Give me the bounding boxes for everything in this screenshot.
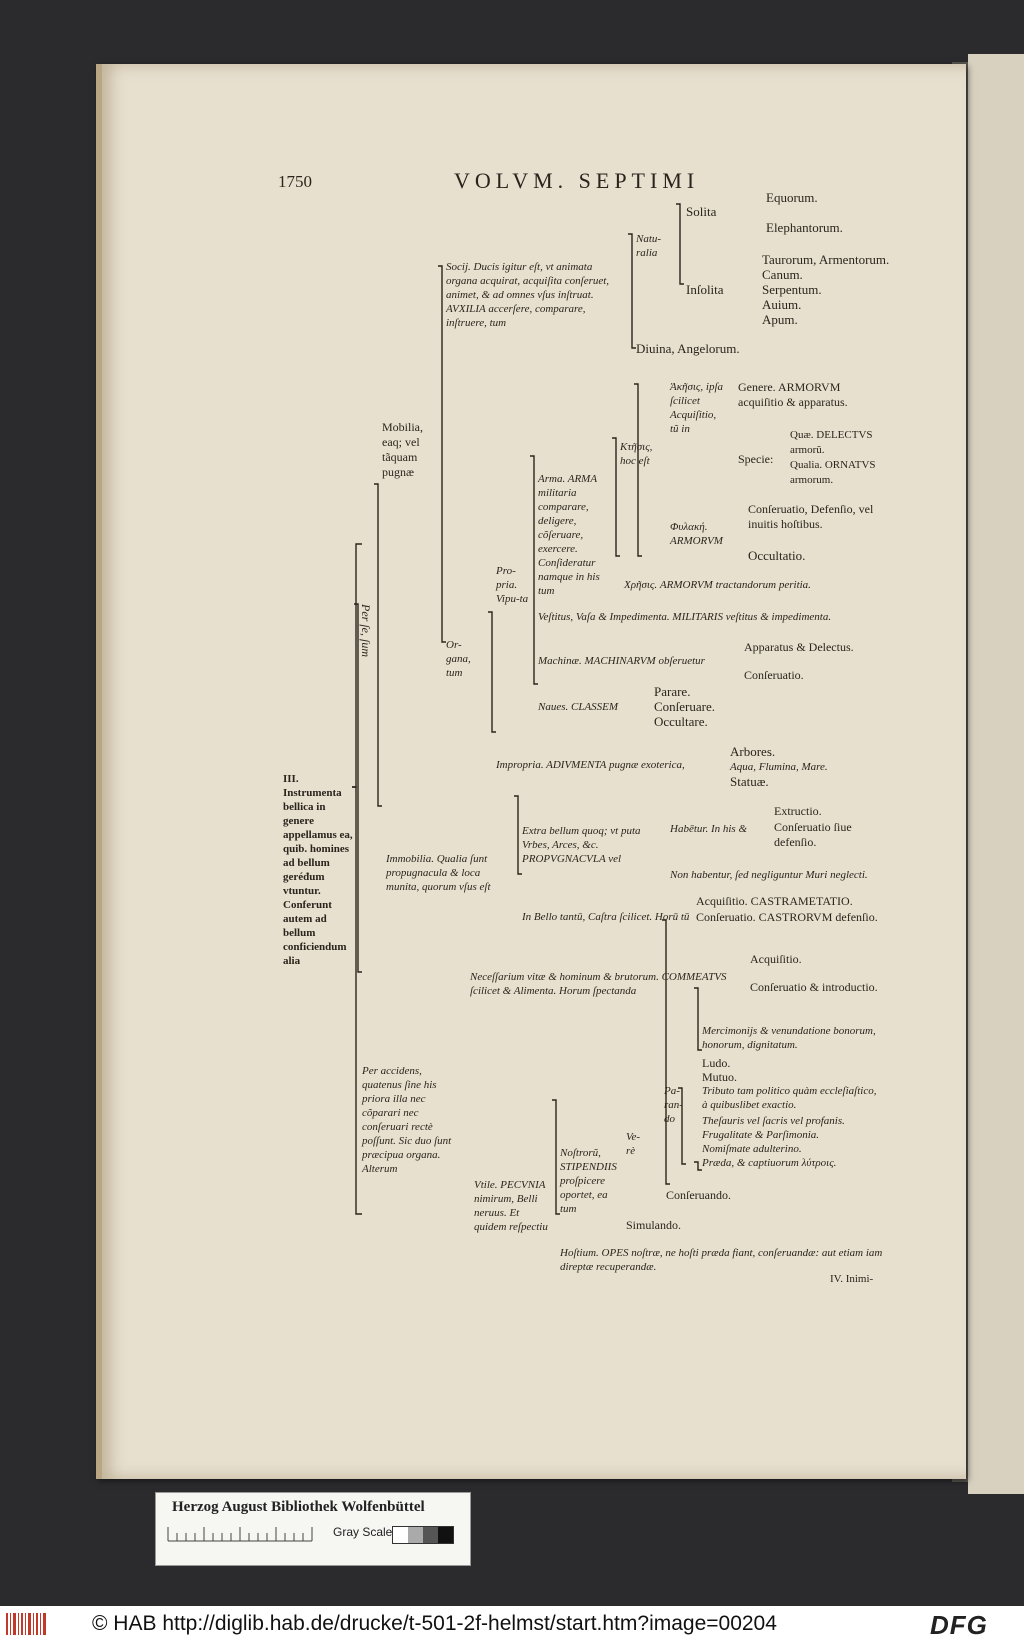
per-accidens-node: Per accidens, quatenus ſine his priora i… (362, 1065, 452, 1175)
insolita-node: Inſolita (686, 282, 724, 297)
specie-node: Specie: (738, 452, 774, 466)
occultare-leaf: Occultare. (654, 714, 708, 729)
propria-node: Pro-pria. Vipu-ta (496, 565, 529, 605)
source-url-link[interactable]: © HAB http://diglib.hab.de/drucke/t-501-… (92, 1612, 777, 1635)
conservando-leaf: Conſeruando. (666, 1188, 731, 1202)
aqua-leaf: Aqua, Flumina, Mare. (730, 761, 828, 773)
phylake-node: Φυλακή. ARMORVM (670, 521, 723, 547)
socii-node: Socij. Ducis igitur eſt, vt animata orga… (446, 261, 610, 329)
tributo-leaf: Tributo tam politico quàm eccleſiaſtico,… (702, 1085, 877, 1111)
parando-node: Pa-ran-do (664, 1085, 683, 1125)
naturalia-node: Natu-ralia (636, 233, 662, 259)
conservatio-def-leaf: Conſeruatio ſiue defenſio. (774, 820, 852, 849)
dfg-logo: DFG (930, 1610, 988, 1640)
frugalitate-leaf: Frugalitate & Parſimonia. (702, 1129, 820, 1141)
organa-node: Or-gana, tum (446, 639, 471, 679)
machinae-node: Machinæ. MACHINARVM obſeruetur (538, 655, 705, 667)
hostium-leaf: Hoſtium. OPES noſtræ, ne hoſti præda fia… (560, 1247, 883, 1273)
arbores-leaf: Arbores. (730, 744, 776, 759)
conservatio-mach-leaf: Conſeruatio. (744, 668, 804, 682)
utile-node: Vtile. PECVNIA nimirum, Belli neruus. Et… (474, 1179, 548, 1233)
habentur-node: Habētur. In his & (670, 823, 747, 835)
ludo-leaf: Ludo. (702, 1056, 731, 1070)
in-bello-node: In Bello tantū, Caſtra ſcilicet. Horū tū (522, 911, 690, 923)
footer-bar: © HAB http://diglib.hab.de/drucke/t-501-… (0, 1606, 1024, 1642)
avium-leaf: Auium. (762, 297, 802, 312)
extra-bellum-node: Extra bellum quoq; vt puta Vrbes, Arces,… (522, 825, 641, 865)
library-name: Herzog August Bibliothek Wolfenbüttel (172, 1499, 425, 1515)
page-number: 1750 (278, 172, 312, 191)
gray-scale-swatches (392, 1526, 454, 1544)
elephantorum-leaf: Elephantorum. (766, 220, 843, 235)
vestitus-leaf: Veſtitus, Vaſa & Impedimenta. MILITARIS … (538, 611, 832, 623)
per-se-node: Per ſe, ſum (359, 604, 373, 657)
apparatus-leaf: Apparatus & Delectus. (744, 640, 854, 654)
canum-leaf: Canum. (762, 267, 803, 282)
conservatio-castr-leaf: Conſeruatio. CASTRORVM defenſio. (696, 910, 878, 924)
impropria-node: Impropria. ADIVMENTA pugnæ exoterica, (496, 759, 685, 771)
equorum-leaf: Equorum. (766, 190, 818, 205)
extructio-leaf: Extructio. (774, 804, 822, 818)
solita-node: Solita (686, 204, 717, 219)
chresis-leaf: Χρῆσις. ARMORVM tractandorum peritia. (624, 579, 811, 591)
vere-node: Ve-rè (626, 1131, 641, 1157)
conservatio-comm-leaf: Conſeruatio & introductio. (750, 980, 878, 994)
mercimoniis-leaf: Mercimonijs & venundatione bonorum, hono… (702, 1025, 876, 1051)
conservare-leaf: Conſeruare. (654, 699, 716, 714)
mutuo-leaf: Mutuo. (702, 1070, 738, 1084)
running-head: VOLVM. SEPTIMI (454, 168, 700, 193)
barcode-icon (6, 1613, 46, 1635)
acquisitio-node: Ἀκῆσις, ipſa ſcilicet Acquiſitio, tũ in (670, 381, 724, 435)
arma-node: Arma. ARMA militaria comparare, deligere… (538, 473, 600, 597)
ktesis-node: Κτῆσις, hoc eſt (620, 441, 653, 467)
praeda-leaf: Præda, & captiuorum λύτροις. (702, 1157, 837, 1169)
library-label-card: Herzog August Bibliothek Wolfenbüttel 0 … (155, 1492, 471, 1566)
qualia-leaf: Qualia. ORNATVS armorum. (790, 459, 876, 486)
acquisitio-comm-leaf: Acquiſitio. (750, 952, 802, 966)
genere-leaf: Genere. ARMORVM acquiſitio & apparatus. (738, 380, 848, 409)
nomismate-leaf: Nomiſmate adulterino. (702, 1143, 802, 1155)
catchword: IV. Inimi- (830, 1273, 874, 1285)
quae-leaf: Quæ. DELECTVS armorũ. (790, 429, 873, 456)
acquisitio-castr-leaf: Acquiſitio. CASTRAMETATIO. (696, 894, 853, 908)
statuae-leaf: Statuæ. (730, 774, 769, 789)
taurorum-leaf: Taurorum, Armentorum. (762, 252, 890, 267)
naves-node: Naues. CLASSEM (538, 701, 619, 713)
conservatio-arm-leaf: Conſeruatio, Defenſio, vel inuitis hoſti… (748, 502, 874, 531)
mobilia-node: Mobilia, eaq; vel tãquam pugnæ (382, 420, 423, 479)
tree-brackets (352, 203, 702, 1215)
facing-page-edge (968, 54, 1024, 1494)
root-node: III. Instrumenta bellica in genere appel… (283, 773, 353, 967)
divina-leaf: Diuina, Angelorum. (636, 341, 740, 356)
occultatio-leaf: Occultatio. (748, 548, 806, 563)
immobilia-node: Immobilia. Qualia ſunt propugnacula & lo… (386, 853, 491, 893)
ruler-scale: 0 1 2 3 4 (167, 1527, 313, 1542)
apum-leaf: Apum. (762, 312, 798, 327)
gray-scale-label: Gray Scale (333, 1525, 393, 1539)
necessarium-node: Neceſſarium vitæ & hominum & brutorum. C… (470, 971, 727, 997)
book-page: 1750 VOLVM. SEPTIMI (96, 64, 966, 1479)
nostrorum-node: Noſtrorũ, STIPENDIIS proſpicere oportet,… (560, 1147, 617, 1215)
parare-leaf: Parare. (654, 684, 691, 699)
simulando-leaf: Simulando. (626, 1218, 682, 1232)
thesauris-leaf: Theſauris vel ſacris vel profanis. (702, 1115, 845, 1127)
serpentum-leaf: Serpentum. (762, 282, 822, 297)
non-habentur-leaf: Non habentur, ſed negliguntur Muri negle… (670, 869, 868, 881)
